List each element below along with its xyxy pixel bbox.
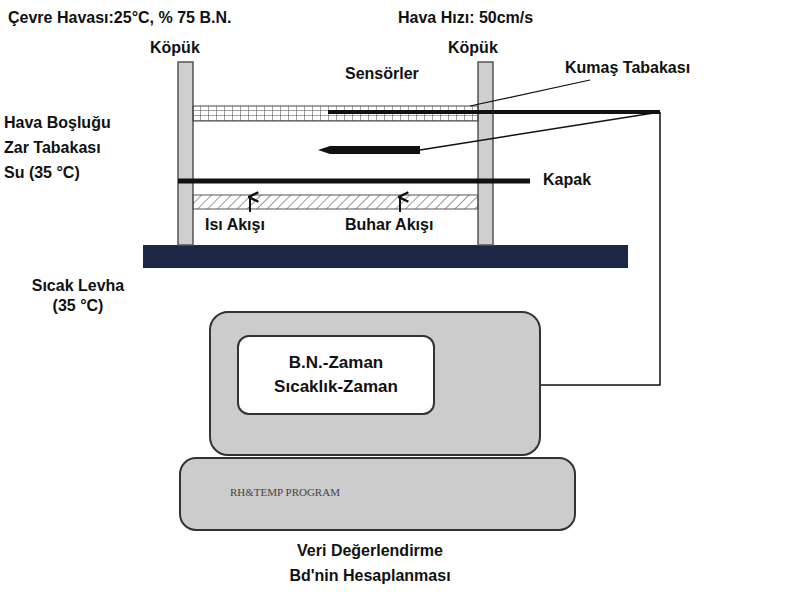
ambient-condition: Çevre Havası:25°C, % 75 B.N.: [8, 8, 231, 28]
foam-pillar: [178, 62, 193, 245]
part-name: Zar Tabakası: [4, 138, 101, 158]
monitor: [210, 312, 540, 455]
part-name: Su (35 °C): [4, 163, 80, 183]
program-panel: RH&TEMP PROGRAM: [180, 458, 575, 530]
membrane-layer: [193, 195, 478, 209]
flow-label: Buhar Akışı: [345, 215, 433, 235]
computer-base: [180, 458, 575, 530]
vapour-flow-arrow: [399, 197, 401, 212]
fabric-sensor: [328, 110, 660, 114]
sensor-wire: [420, 112, 660, 150]
air-speed: Hava Hızı: 50cm/s: [398, 8, 533, 28]
part-name: Kumaş Tabakası: [565, 58, 690, 78]
data-cable: [541, 112, 660, 385]
part-name: Kapak: [543, 170, 591, 190]
node-text: B.N.-Zaman Sıcaklık-Zaman: [261, 351, 411, 399]
part-name: Hava Boşluğu: [4, 113, 111, 133]
foam-pillar: [478, 62, 493, 245]
heat-flow-arrow: [249, 197, 251, 212]
hot-plate: [143, 245, 628, 268]
part-name: Sensörler: [345, 64, 419, 84]
part-name: Köpük: [150, 38, 200, 58]
part-name: Sıcak Levha (35 °C): [28, 276, 128, 316]
screen-box: B.N.-Zaman Sıcaklık-Zaman: [237, 335, 435, 415]
node-text: RH&TEMP PROGRAM: [230, 486, 340, 498]
lid: [178, 179, 530, 184]
flow-label: Isı Akışı: [205, 215, 265, 235]
caption-note: Veri Değerlendirme Bd'nin Hesaplanması: [275, 538, 465, 588]
air-sensor: [318, 146, 420, 154]
part-name: Köpük: [448, 38, 498, 58]
leader-line: [470, 80, 590, 106]
